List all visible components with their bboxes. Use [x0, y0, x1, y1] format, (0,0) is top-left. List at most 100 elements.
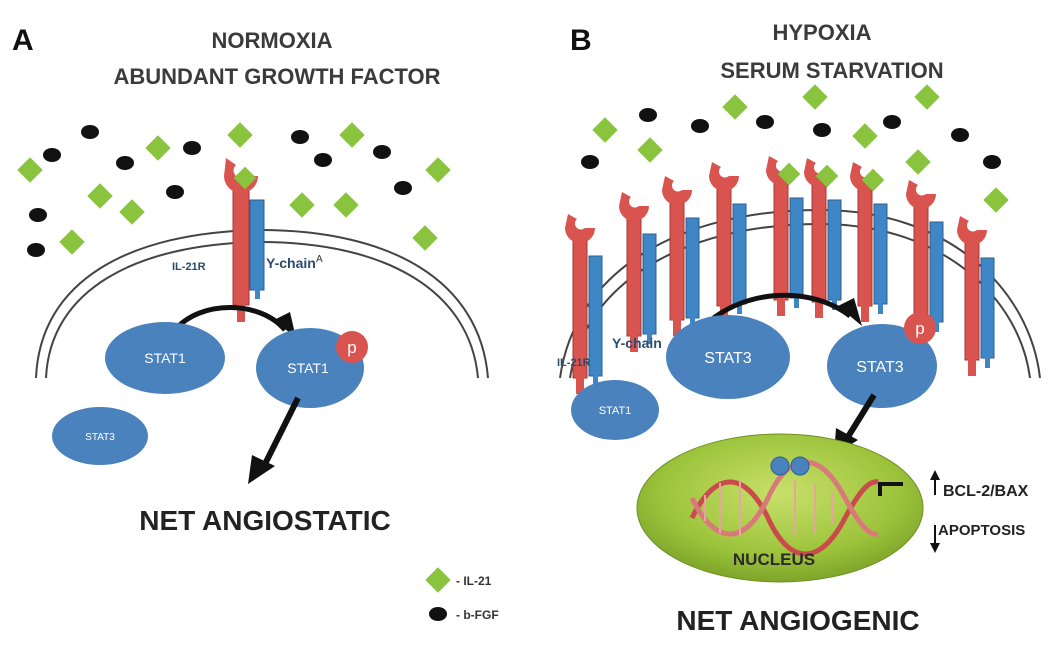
il21-diamond	[802, 84, 828, 110]
legend-il21-icon	[425, 567, 451, 593]
panel-b-il21r-tail	[777, 298, 785, 316]
panel-b-ychain-tail	[832, 296, 837, 310]
bfgf-dot	[314, 153, 332, 167]
panel-b-receptor-complexes	[565, 156, 995, 394]
il21-diamond	[722, 94, 748, 120]
panel-b-letter: B	[570, 24, 592, 57]
dna-strand-1	[689, 479, 879, 557]
panel-b-stat-dimer-2	[790, 456, 810, 476]
panel-b-title-line2: SERUM STARVATION	[720, 58, 943, 83]
panel-b-stat-unphos	[666, 315, 790, 399]
il21-diamond	[119, 199, 145, 225]
il21-diamond	[87, 183, 113, 209]
panel-b-ychain-tail	[593, 372, 598, 386]
bfgf-dot	[183, 141, 201, 155]
panel-b-il21r-head	[957, 216, 987, 245]
panel-b-il21r	[716, 185, 732, 307]
il21-diamond	[289, 192, 315, 218]
panel-a-ychain-tail	[255, 285, 260, 299]
panel-b-ychain	[873, 203, 888, 305]
panel-b-nucleus-label: NUCLEUS	[733, 550, 815, 569]
bfgf-dot	[581, 155, 599, 169]
bfgf-dot	[373, 145, 391, 159]
panel-b-il21r-tail	[968, 358, 976, 376]
panel-b-stat-phos-label: STAT3	[856, 359, 904, 376]
panel-b-stat-small	[571, 380, 659, 440]
bfgf-dot	[291, 130, 309, 144]
panel-b-il21r	[811, 181, 827, 303]
panel-b-il21r	[964, 239, 980, 361]
panel-a-receptor-complex	[224, 158, 265, 322]
legend-il21-label: - IL-21	[456, 574, 492, 588]
il21-diamond	[412, 225, 438, 251]
bfgf-dot	[81, 125, 99, 139]
panel-b-ychain	[980, 257, 995, 359]
panel-a-stat-unphos-label: STAT1	[144, 350, 186, 366]
panel-a-ychain	[249, 199, 265, 291]
panel-a-stat-small-label: STAT3	[85, 432, 115, 443]
panel-a-il21r	[232, 184, 250, 306]
panel-a-il21r-tail	[237, 300, 245, 322]
panel-a-stat-unphos	[105, 322, 225, 394]
il21-diamond	[905, 149, 931, 175]
panel-b-phospho-label: p	[915, 319, 924, 338]
panel-a-letter: A	[12, 24, 34, 57]
panel-b-ychain-tail	[985, 354, 990, 368]
panel-a-activation-arrow	[173, 305, 287, 332]
panel-b-ychain	[642, 233, 657, 335]
panel-a: A NORMOXIA ABUNDANT GROWTH FACTOR	[12, 24, 499, 622]
bfgf-dot	[983, 155, 1001, 169]
il21-diamond	[227, 122, 253, 148]
il21-diamond	[983, 187, 1009, 213]
panel-a-chain-label: Y-chain	[266, 255, 316, 271]
il21-diamond	[333, 192, 359, 218]
panel-b-il21r	[857, 185, 873, 307]
panel-b-ychain	[685, 217, 700, 319]
bfgf-dot	[166, 185, 184, 199]
panel-b-il21-diamonds	[592, 84, 1009, 213]
il21-diamond	[914, 84, 940, 110]
il21-diamond	[145, 135, 171, 161]
panel-b: B HYPOXIA SERUM STARVATION	[557, 20, 1041, 636]
bfgf-dot	[43, 148, 61, 162]
il21-diamond	[17, 157, 43, 183]
il21-diamond	[425, 157, 451, 183]
il21-diamond	[59, 229, 85, 255]
bfgf-dot	[883, 115, 901, 129]
panel-b-ychain-tail	[934, 318, 939, 332]
panel-b-effect-bracket	[878, 482, 903, 496]
panel-b-il21r-head	[709, 162, 739, 191]
bfgf-dot	[756, 115, 774, 129]
panel-b-il21r	[913, 203, 929, 325]
panel-b-ychain-tail	[878, 300, 883, 314]
panel-b-stat-dimer-1	[770, 456, 790, 476]
il21-diamond	[852, 123, 878, 149]
panel-b-stat-small-label: STAT1	[599, 405, 632, 417]
panel-b-il21r-tail	[576, 376, 584, 394]
panel-b-il21r-head	[662, 176, 692, 205]
il21-diamond	[637, 137, 663, 163]
panel-b-effect-down: APOPTOSIS	[938, 522, 1025, 539]
panel-b-outcome: NET ANGIOGENIC	[676, 605, 919, 636]
panel-b-up-arrowhead	[930, 470, 940, 480]
panel-b-il21r-head	[565, 214, 595, 243]
panel-a-outcome: NET ANGIOSTATIC	[139, 505, 390, 536]
panel-b-title-line1: HYPOXIA	[772, 20, 871, 45]
panel-a-phospho-label: p	[347, 338, 356, 357]
panel-b-ychain-tail	[794, 294, 799, 308]
legend-bfgf-label: - b-FGF	[456, 608, 499, 622]
panel-b-nucleus-arrow	[843, 393, 877, 442]
panel-b-il21r-tail	[673, 318, 681, 336]
panel-b-il21r-tail	[630, 334, 638, 352]
panel-b-ychain-tail	[690, 314, 695, 328]
panel-a-outcome-arrow	[259, 396, 301, 472]
bfgf-dot	[639, 108, 657, 122]
bfgf-dot	[29, 208, 47, 222]
panel-b-ychain-tail	[647, 330, 652, 344]
panel-b-stat-phos	[827, 324, 937, 408]
bfgf-dot	[951, 128, 969, 142]
panel-b-ychain	[588, 255, 603, 377]
panel-b-phospho-badge	[904, 312, 936, 344]
panel-a-receptor-label: IL-21R	[172, 261, 206, 273]
